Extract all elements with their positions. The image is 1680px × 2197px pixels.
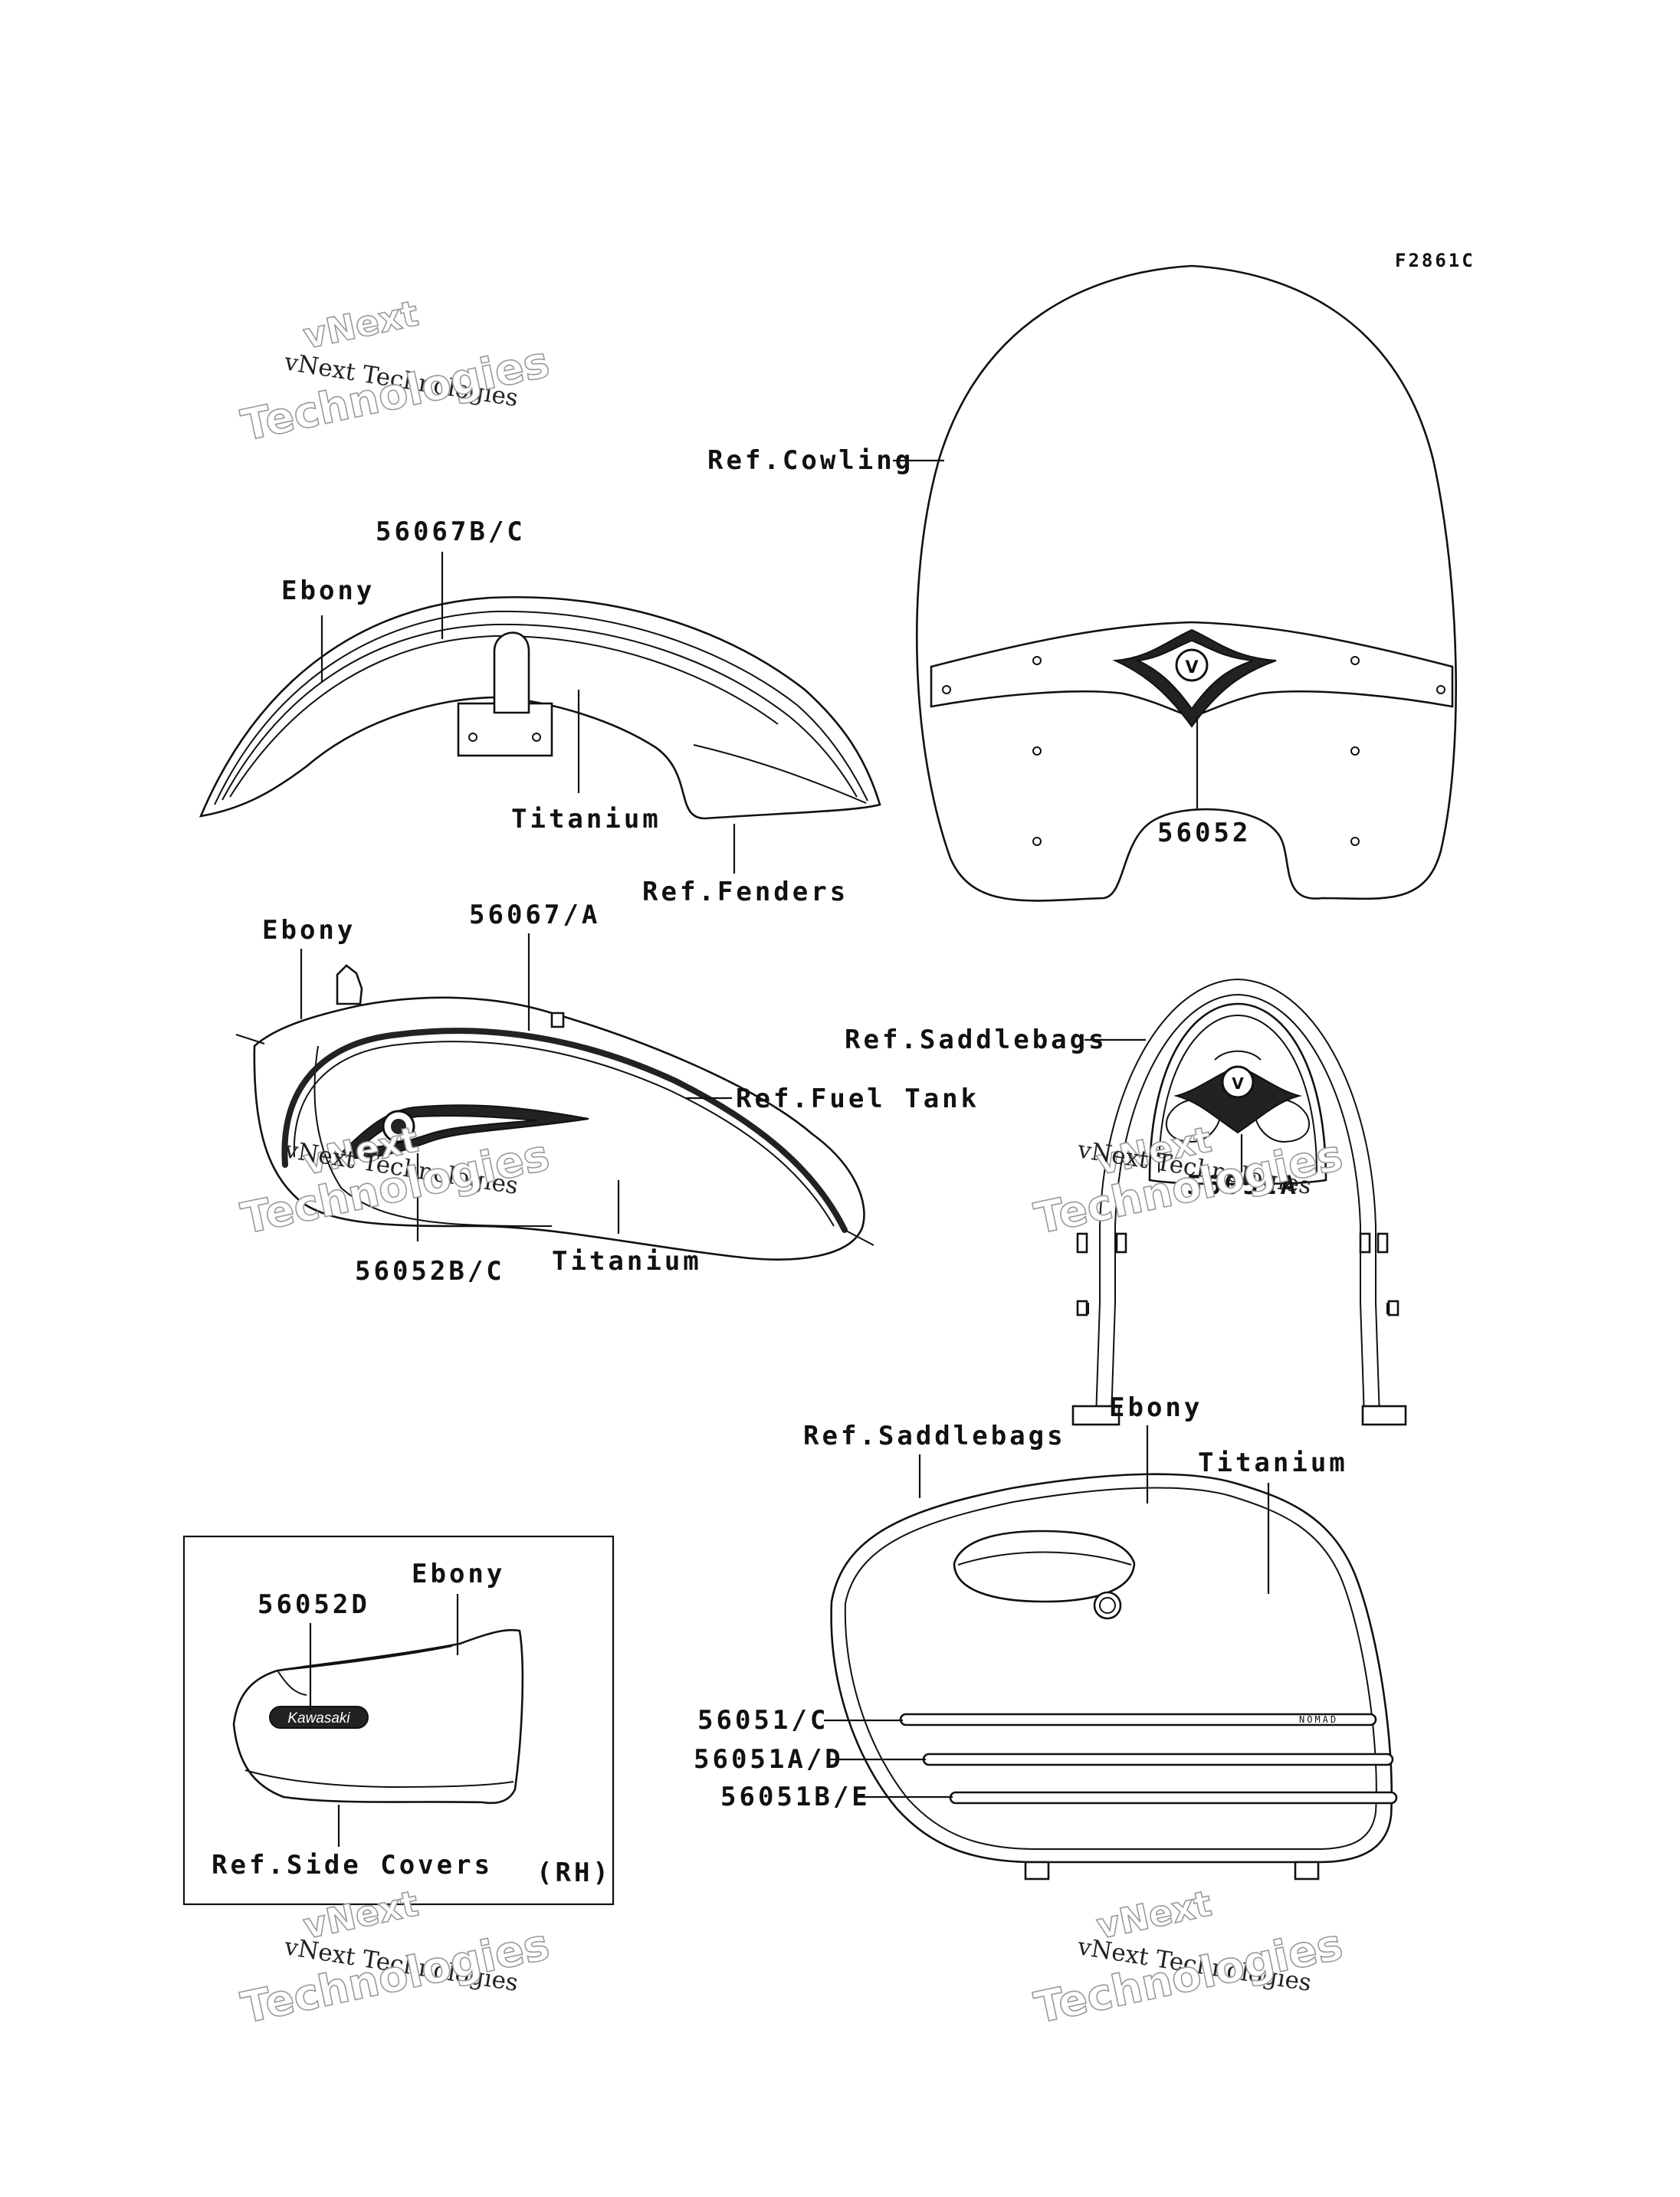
watermark-top-left: vNext vNext Technologies Technologies xyxy=(237,292,555,452)
label-saddlebag-stripe3: 56051B/E xyxy=(720,1782,871,1812)
label-windshield-emblem: 56052 xyxy=(1157,818,1251,848)
label-side-cover-ebony: Ebony xyxy=(412,1559,505,1589)
figure-code: F2861C xyxy=(1395,250,1475,271)
front-fender-stripe xyxy=(214,610,868,805)
label-tank-emblem-part: 56052B/C xyxy=(355,1256,505,1287)
windshield-holes xyxy=(942,656,1445,846)
watermark-technologies: Technologies xyxy=(1030,1920,1347,2033)
label-saddlebag-titanium: Titanium xyxy=(1198,1448,1348,1478)
label-saddlebag-ebony: Ebony xyxy=(1109,1392,1203,1423)
front-fender: 56067B/C Ebony Titanium Ref.Fenders xyxy=(199,516,881,907)
label-ref-cowling: Ref.Cowling xyxy=(707,445,914,476)
watermark-vnext: vNext xyxy=(300,292,422,356)
label-saddlebag-stripe2: 56051A/D xyxy=(694,1744,844,1775)
fuel-tank-vent xyxy=(550,1012,565,1028)
windshield-outline xyxy=(916,264,1457,902)
watermark-bottom-right: vNext vNext Technologies Technologies xyxy=(1030,1882,1348,2035)
windshield-emblem: V xyxy=(1112,628,1277,728)
kawasaki-decal xyxy=(269,1706,369,1729)
backrest-emblem: V xyxy=(1173,1050,1302,1134)
label-front-fender-ebony: Ebony xyxy=(281,575,375,606)
saddlebag: NOMAD Ref.Saddlebags Ebony Titanium 5605… xyxy=(694,1392,1398,1881)
fuel-cap xyxy=(336,964,363,1005)
fuel-tank-stripe xyxy=(281,1028,848,1233)
svg-text:V: V xyxy=(1232,1074,1244,1093)
saddlebag-stripe-2 xyxy=(922,1753,1394,1766)
watermark-technologies: Technologies xyxy=(237,337,553,451)
svg-text:V: V xyxy=(1185,658,1198,677)
saddlebag-lock xyxy=(1093,1591,1122,1620)
label-saddlebag-stripe1: 56051/C xyxy=(697,1705,829,1736)
saddlebag-mount-right xyxy=(1294,1861,1320,1881)
backrest: V Ref.Saddlebags 56052A xyxy=(845,978,1407,1426)
kawasaki-decal-text: Kawasaki xyxy=(287,1710,350,1726)
saddlebag-mount-left xyxy=(1024,1861,1050,1881)
fender-light-mount xyxy=(493,631,530,714)
saddlebag-nomad-text: NOMAD xyxy=(1299,1714,1338,1725)
label-tank-ebony: Ebony xyxy=(262,915,356,946)
label-ref-fuel-tank: Ref.Fuel Tank xyxy=(736,1084,979,1114)
side-cover-panel: Kawasaki Ebony 56052D Ref.Side Covers (R… xyxy=(182,1535,615,1906)
label-front-fender-part: 56067B/C xyxy=(376,516,526,547)
fuel-tank: Ebony 56067/A Ref.Fuel Tank 56052B/C Tit… xyxy=(235,900,979,1287)
fuel-tank-tab xyxy=(235,1034,265,1044)
label-backrest-emblem-part: 56052A xyxy=(1186,1170,1299,1201)
label-ref-side-covers: Ref.Side Covers xyxy=(212,1850,493,1881)
label-front-fender-titanium: Titanium xyxy=(511,804,661,835)
watermark-technologies: Technologies xyxy=(237,1920,553,2033)
fuel-tank-outline xyxy=(253,996,865,1261)
label-ref-saddlebag: Ref.Saddlebags xyxy=(803,1421,1066,1451)
watermark-mid-left: vNext vNext Technologies Technologies xyxy=(237,1118,555,1245)
fuel-tank-emblem xyxy=(335,1104,589,1159)
label-side-cover-side: (RH) xyxy=(536,1858,612,1888)
label-ref-backrest: Ref.Saddlebags xyxy=(845,1025,1107,1055)
label-tank-titanium: Titanium xyxy=(552,1246,702,1277)
label-tank-stripe-part: 56067/A xyxy=(469,900,600,930)
label-ref-fenders: Ref.Fenders xyxy=(642,877,848,907)
side-cover-frame xyxy=(182,1535,615,1906)
saddlebag-stripe-3 xyxy=(949,1791,1398,1805)
windshield: V Ref.Cowling 56052 xyxy=(707,264,1457,902)
label-side-cover-part: 56052D xyxy=(258,1589,370,1620)
saddlebag-handle xyxy=(953,1530,1136,1603)
